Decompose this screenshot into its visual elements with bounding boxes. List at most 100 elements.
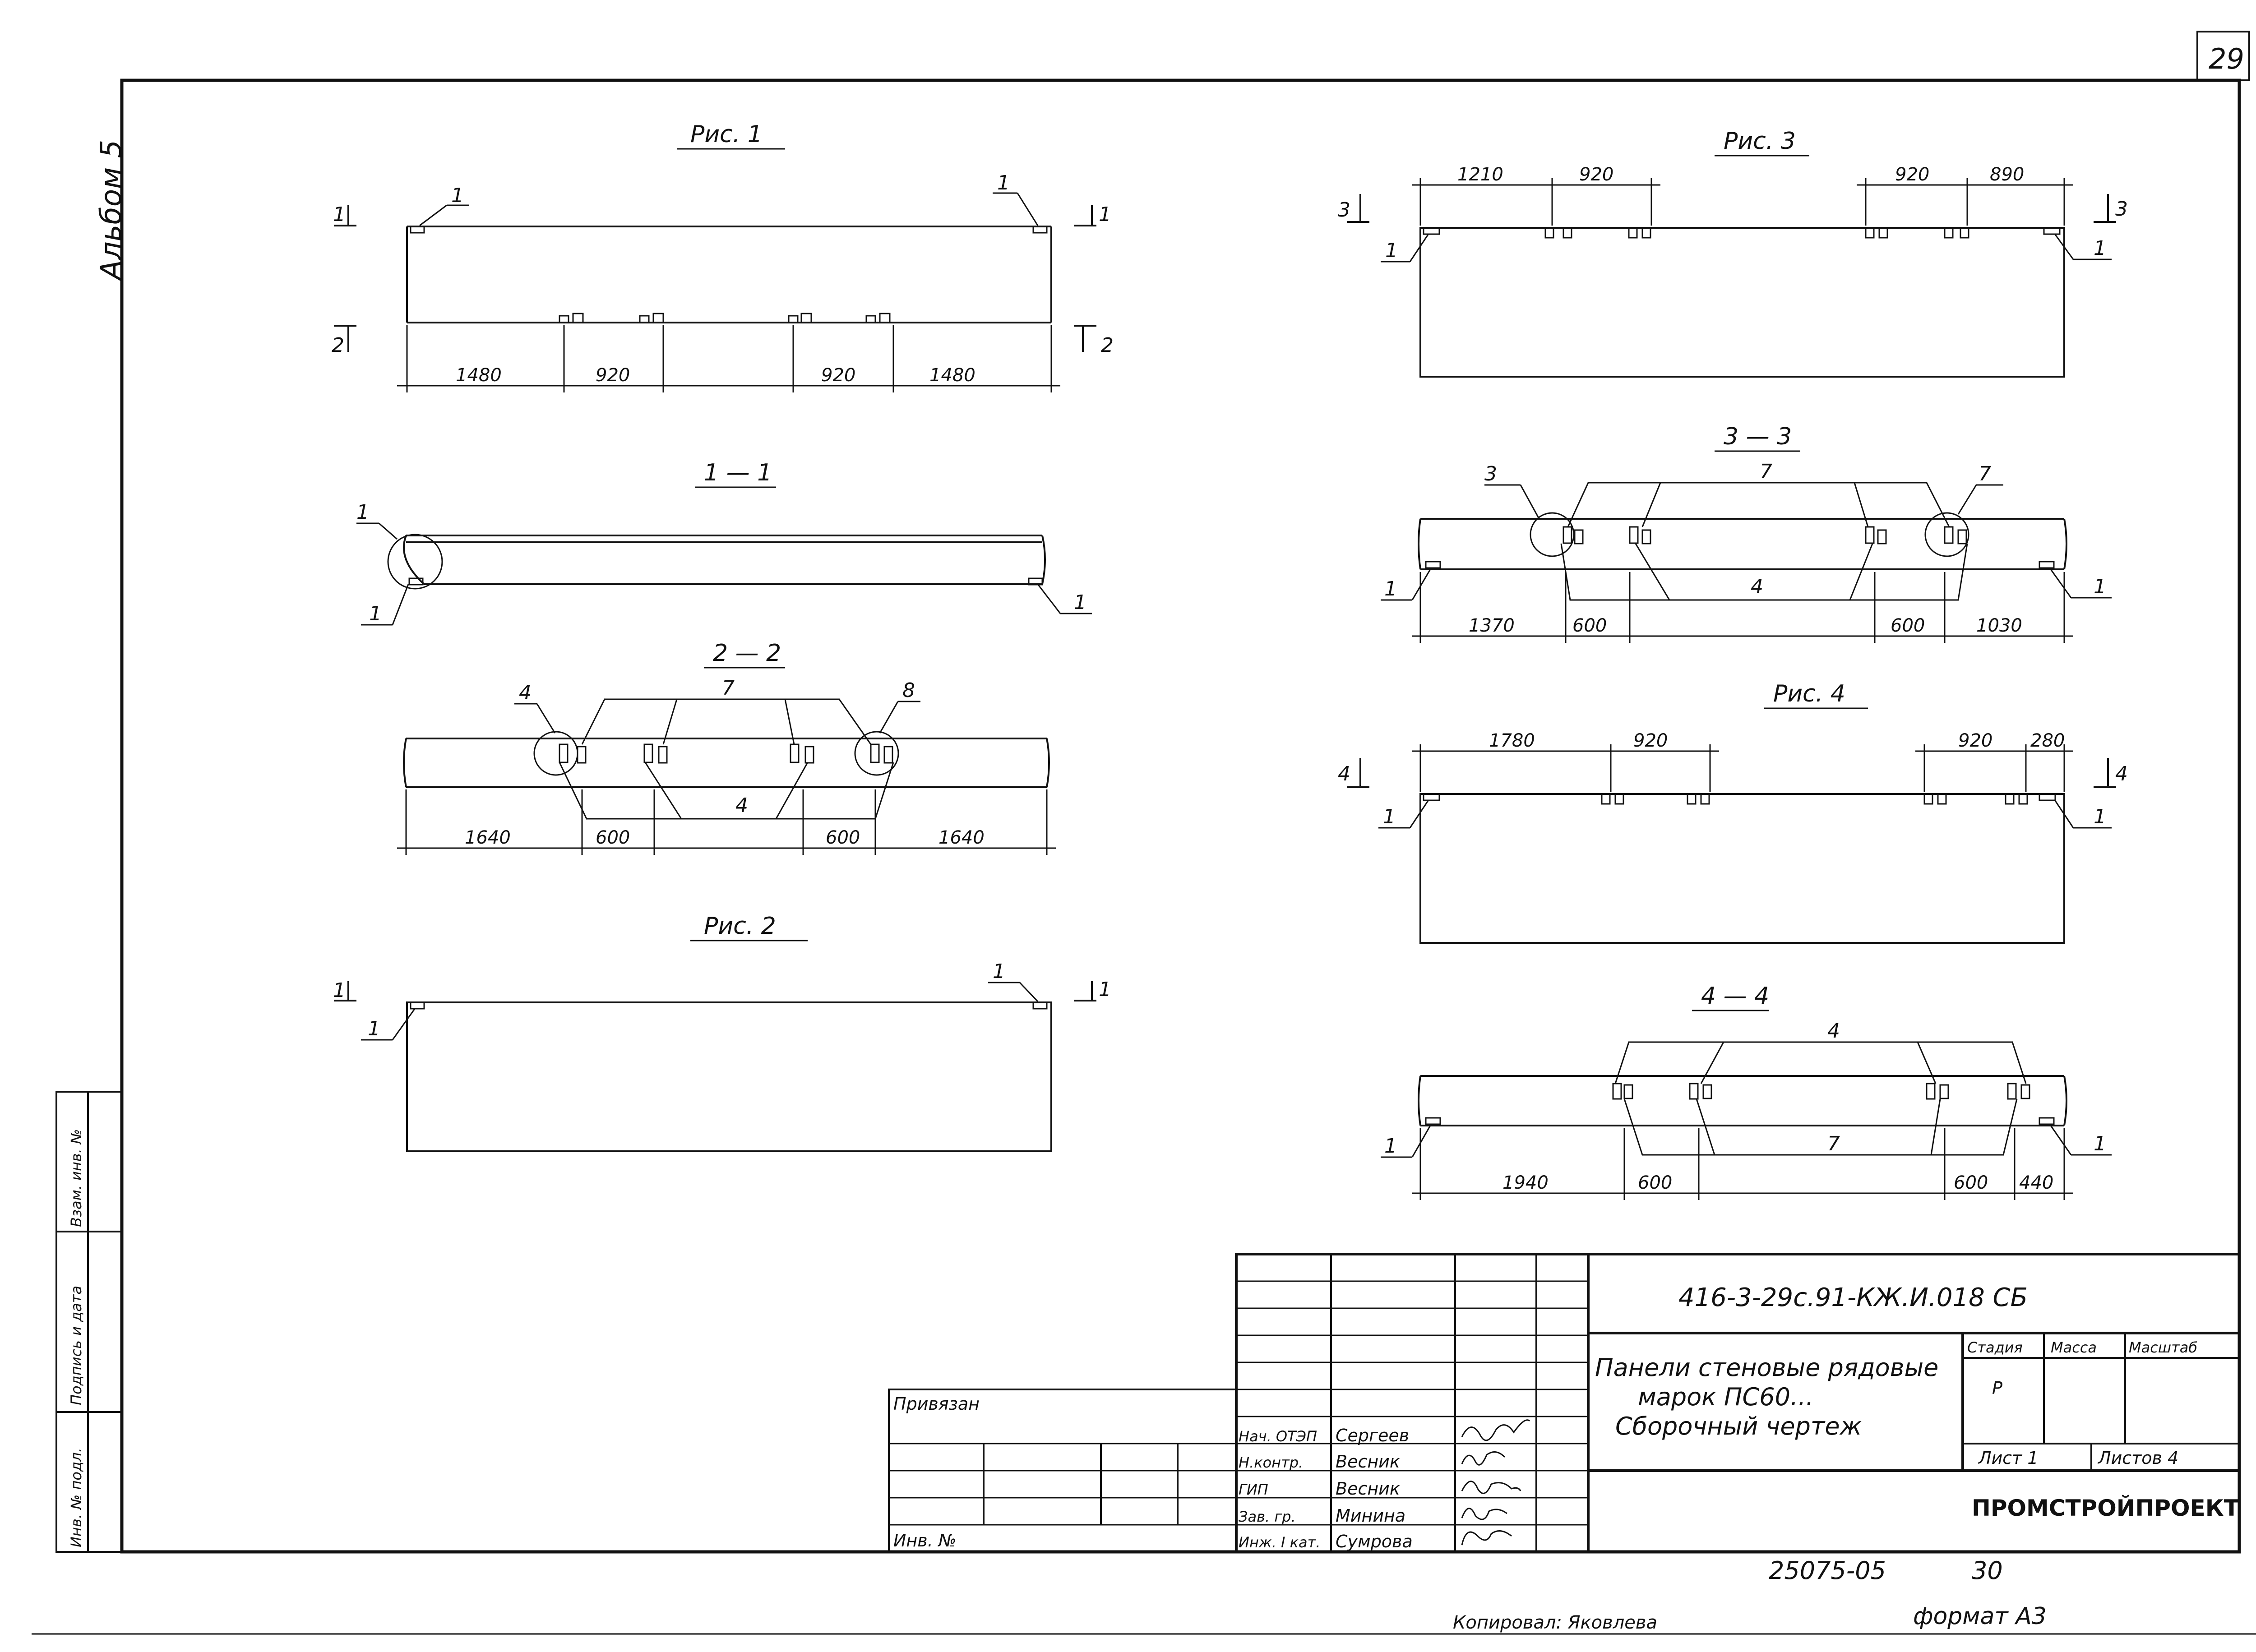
sec44-dim-3: 600 — [1954, 1172, 1988, 1193]
figure-1: Рис. 1 1 1 1 1 2 2 1480 920 9 — [332, 121, 1114, 392]
sec11-mark-a: 1 — [356, 501, 369, 524]
fig4-mark-left: 1 — [1383, 805, 1396, 828]
sec22-dim-1: 1640 — [465, 827, 511, 848]
fig3-dim-2: 920 — [1579, 164, 1613, 185]
signatures — [1461, 1419, 1530, 1546]
inventory-footer-2: 30 — [1972, 1556, 2003, 1585]
fig1-mark-tl: 1 — [451, 184, 464, 207]
sec33-dim-1: 1370 — [1469, 615, 1515, 636]
sec44-title: 4 — 4 — [1701, 983, 1769, 1010]
fig1-title: Рис. 1 — [690, 121, 763, 148]
sec22-dim-3: 600 — [826, 827, 860, 848]
figure-2: Рис. 2 1 1 1 1 — [333, 913, 1111, 1152]
stage-label: Стадия — [1967, 1339, 2023, 1356]
sheet-frame: 29 — [32, 31, 2256, 1635]
sheets-label: Листов 4 — [2097, 1448, 2178, 1468]
sec11-mark-b: 1 — [369, 602, 382, 625]
fig2-title: Рис. 2 — [704, 913, 776, 940]
sec33-mark-7b: 7 — [1979, 462, 1991, 485]
format-label: формат А3 — [1913, 1603, 2047, 1630]
role-1: Н.контр. — [1239, 1454, 1303, 1471]
section-4-4: 4 — 4 4 7 1 1 1940 600 600 440 — [1381, 983, 2112, 1200]
fig1-sec-r2: 2 — [1101, 334, 1114, 357]
fig4-dim-2: 920 — [1633, 730, 1668, 751]
fig3-mark-right: 1 — [2094, 237, 2106, 260]
section-1-1: 1 — 1 1 1 1 — [356, 459, 1092, 626]
fig4-dim-4: 280 — [2030, 730, 2065, 751]
album-label: Альбом 5 — [95, 140, 128, 281]
fig3-mark-left: 1 — [1385, 239, 1398, 262]
fig1-dim-3: 920 — [821, 365, 855, 386]
sec33-dim-3: 600 — [1891, 615, 1925, 636]
sec44-dim-4: 440 — [2019, 1172, 2053, 1193]
name-1: Весник — [1336, 1452, 1400, 1472]
fig2-sec-r: 1 — [1099, 978, 1111, 1001]
sec33-mark-3: 3 — [1484, 462, 1497, 485]
organization: ПРОМСТРОЙПРОЕКТ — [1972, 1495, 2239, 1521]
inv-no-label: Инв. № — [893, 1531, 956, 1550]
fig3-dim-1: 1210 — [1457, 164, 1503, 185]
sec11-title: 1 — 1 — [704, 459, 772, 486]
sec44-dim-2: 600 — [1638, 1172, 1672, 1193]
name-0: Сергеев — [1336, 1426, 1409, 1445]
doc-code: 416-3-29с.91-КЖ.И.018 СБ — [1678, 1283, 2028, 1312]
mass-label: Масса — [2051, 1339, 2097, 1356]
fig2-mark-tl: 1 — [368, 1017, 380, 1040]
fig4-dim-1: 1780 — [1489, 730, 1535, 751]
title-line-2: марок ПС60... — [1638, 1383, 1813, 1411]
sec33-mark-1b: 1 — [2094, 575, 2106, 598]
figure-4: Рис. 4 1780 920 920 280 4 4 1 1 — [1338, 680, 2128, 944]
name-3: Минина — [1336, 1506, 1405, 1526]
sec44-mark-1a: 1 — [1384, 1135, 1397, 1158]
role-3: Зав. гр. — [1239, 1508, 1296, 1525]
sec33-mark-7a: 7 — [1760, 460, 1772, 483]
sec33-mark-1a: 1 — [1384, 577, 1397, 600]
role-0: Нач. ОТЭП — [1239, 1428, 1317, 1445]
fig3-dim-4: 890 — [1990, 164, 2024, 185]
fig1-mark-tr: 1 — [997, 171, 1010, 194]
sec44-mark-1b: 1 — [2094, 1132, 2106, 1155]
sec22-mark-7: 7 — [722, 677, 735, 700]
sec33-dim-2: 600 — [1572, 615, 1607, 636]
fig1-dim-1: 1480 — [456, 365, 502, 386]
role-2: ГИП — [1239, 1481, 1268, 1498]
section-2-2: 2 — 2 7 4 4 8 1640 600 — [397, 640, 1056, 855]
fig3-title: Рис. 3 — [1724, 128, 1796, 155]
fig2-sec-l: 1 — [333, 979, 346, 1002]
role-4: Инж. I кат. — [1239, 1534, 1320, 1551]
sec22-mark-4b: 4 — [735, 794, 748, 817]
figure-3: Рис. 3 1210 920 920 890 3 3 1 1 — [1338, 128, 2128, 378]
side-stamp: Инв. № подл. Подпись и дата Взам. инв. № — [55, 1091, 123, 1553]
copied-by: Копировал: Яковлева — [1453, 1612, 1657, 1633]
side-inv-podl: Инв. № подл. — [68, 1448, 85, 1547]
fig1-sec-l1: 1 — [333, 203, 346, 226]
title-block: Нач. ОТЭП Сергеев Н.контр. Весник ГИП Ве… — [888, 1253, 2241, 1553]
fig3-sec-r: 3 — [2115, 198, 2128, 221]
sec33-title: 3 — 3 — [1724, 423, 1792, 450]
scale-label: Масштаб — [2129, 1339, 2197, 1356]
name-4: Сумрова — [1336, 1532, 1413, 1551]
page-number: 29 — [2209, 42, 2244, 75]
fig4-sec-r: 4 — [2115, 762, 2128, 785]
title-line-1: Панели стеновые рядовые — [1595, 1353, 1938, 1382]
fig1-sec-r1: 1 — [1099, 203, 1111, 226]
fig1-dim-4: 1480 — [929, 365, 975, 386]
sec33-dim-4: 1030 — [1976, 615, 2022, 636]
side-podpis: Подпись и дата — [68, 1286, 85, 1405]
sec44-mark-7: 7 — [1827, 1132, 1840, 1155]
sec22-dim-4: 1640 — [938, 827, 985, 848]
sec22-title: 2 — 2 — [713, 640, 781, 667]
sec44-mark-4: 4 — [1827, 1020, 1840, 1043]
inventory-footer: 25075-05 — [1769, 1556, 1886, 1585]
fig4-sec-l: 4 — [1338, 762, 1350, 785]
fig4-dim-3: 920 — [1958, 730, 1992, 751]
fig3-dim-3: 920 — [1895, 164, 1929, 185]
sec44-dim-1: 1940 — [1502, 1172, 1549, 1193]
sheet-label: Лист 1 — [1978, 1448, 2039, 1468]
fig1-dim-2: 920 — [596, 365, 630, 386]
fig3-sec-l: 3 — [1338, 198, 1350, 221]
fig4-mark-right: 1 — [2094, 805, 2106, 828]
sec22-dim-2: 600 — [596, 827, 630, 848]
side-vzam: Взам. инв. № — [68, 1129, 85, 1227]
